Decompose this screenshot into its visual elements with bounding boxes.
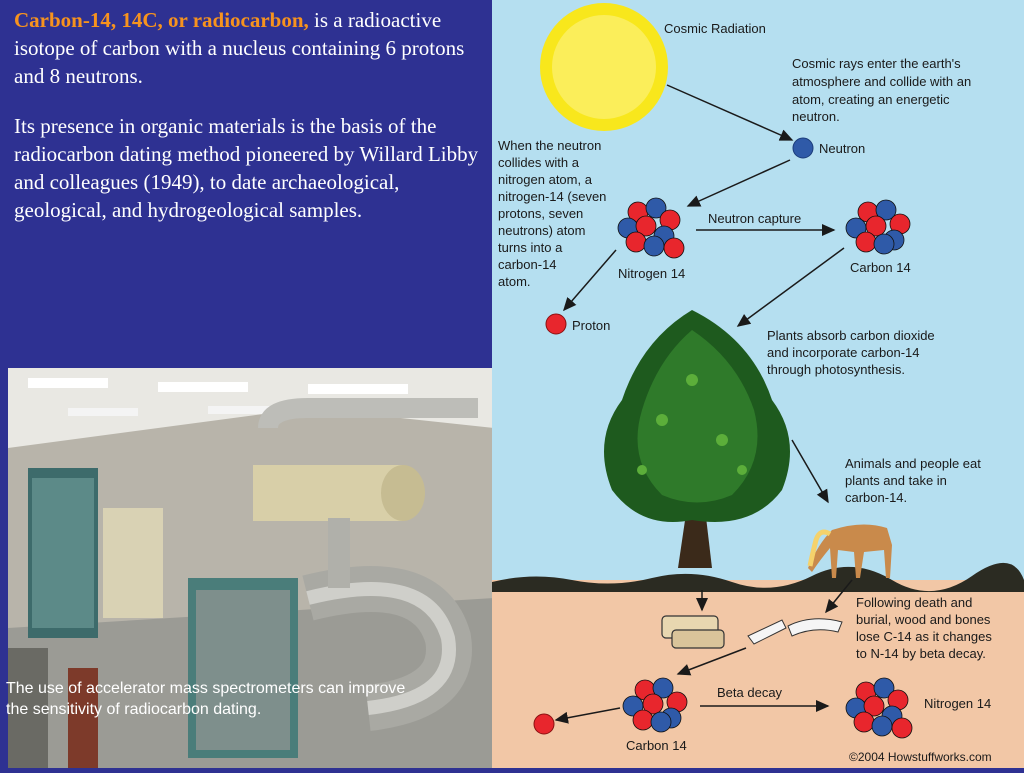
collision-line-7: turns into a xyxy=(498,240,563,255)
tree-icon xyxy=(604,310,790,568)
carbon-14-bottom-label: Carbon 14 xyxy=(626,738,687,753)
wood-log-icon xyxy=(661,615,725,649)
dating-paragraph: Its presence in organic materials is the… xyxy=(14,114,479,222)
text-panel: Carbon-14, 14C, or radiocarbon, is a rad… xyxy=(14,6,484,246)
carbon-14-bottom-icon xyxy=(622,677,688,733)
diagram-canvas: Cosmic Radiation Cosmic rays enter the e… xyxy=(492,0,1024,768)
neutron-icon xyxy=(792,137,814,159)
cosmic-rays-line-3: atom, creating an energetic xyxy=(792,92,950,107)
neutron-label: Neutron xyxy=(819,141,865,156)
horse-icon xyxy=(807,524,892,578)
collision-line-9: atom. xyxy=(498,274,531,289)
neutron-capture-label: Neutron capture xyxy=(708,211,801,226)
collision-line-8: carbon-14 xyxy=(498,257,557,272)
animals-text: Animals and people eat plants and take i… xyxy=(845,456,981,505)
collision-line-3: nitrogen atom, a xyxy=(498,172,593,187)
photo-caption: The use of accelerator mass spectrometer… xyxy=(6,678,506,720)
collision-text: When the neutron collides with a nitroge… xyxy=(498,138,606,289)
animals-line-1: Animals and people eat xyxy=(845,456,981,471)
arrow-neutron-to-nitrogen xyxy=(686,159,791,207)
animals-line-2: plants and take in xyxy=(845,473,947,488)
sun-icon xyxy=(540,3,668,131)
radiocarbon-term: Carbon-14, 14C, or radiocarbon, xyxy=(14,8,309,32)
arrow-to-bottom-particle xyxy=(554,707,621,724)
plants-line-3: through photosynthesis. xyxy=(767,362,905,377)
emitted-particle-icon xyxy=(533,713,555,735)
collision-line-4: nitrogen-14 (seven xyxy=(498,189,606,204)
collision-line-2: collides with a xyxy=(498,155,580,170)
carbon-14-top-label: Carbon 14 xyxy=(850,260,911,275)
arrow-remains-to-carbon xyxy=(676,647,747,676)
nitrogen-14-top-label: Nitrogen 14 xyxy=(618,266,685,281)
arrow-horse-to-bones xyxy=(825,579,853,614)
nitrogen-14-bottom-label: Nitrogen 14 xyxy=(924,696,991,711)
death-line-2: burial, wood and bones xyxy=(856,612,991,627)
collision-line-5: protons, seven xyxy=(498,206,583,221)
cosmic-rays-line-1: Cosmic rays enter the earth's xyxy=(792,56,961,71)
beta-decay-label: Beta decay xyxy=(717,685,783,700)
accelerator-lab-image xyxy=(8,368,494,768)
arrow-sun-to-neutron xyxy=(666,84,794,141)
caption-line-1: The use of accelerator mass spectrometer… xyxy=(6,680,406,697)
copyright-label: ©2004 Howstuffworks.com xyxy=(849,750,992,764)
cosmic-radiation-label: Cosmic Radiation xyxy=(664,21,766,36)
death-line-3: lose C-14 as it changes xyxy=(856,629,992,644)
collision-line-1: When the neutron xyxy=(498,138,601,153)
animals-line-3: carbon-14. xyxy=(845,490,907,505)
cosmic-rays-text: Cosmic rays enter the earth's atmosphere… xyxy=(792,56,971,124)
intro-paragraph: Carbon-14, 14C, or radiocarbon, is a rad… xyxy=(14,6,484,90)
death-line-1: Following death and xyxy=(856,595,972,610)
ground-line xyxy=(492,562,1024,592)
cosmic-rays-line-2: atmosphere and collide with an xyxy=(792,74,971,89)
carbon-14-top-icon xyxy=(845,199,911,255)
collision-line-6: neutrons) atom xyxy=(498,223,585,238)
nitrogen-14-top-icon xyxy=(617,197,685,259)
lab-photo xyxy=(8,368,494,768)
death-text: Following death and burial, wood and bon… xyxy=(856,595,992,661)
caption-line-2: the sensitivity of radiocarbon dating. xyxy=(6,701,262,718)
arrow-to-proton xyxy=(563,249,617,312)
nitrogen-14-bottom-icon xyxy=(845,677,913,739)
cosmic-rays-line-4: neutron. xyxy=(792,109,840,124)
plants-text: Plants absorb carbon dioxide and incorpo… xyxy=(767,328,935,377)
arrow-carbon-to-tree xyxy=(736,247,845,327)
plants-line-1: Plants absorb carbon dioxide xyxy=(767,328,935,343)
radiocarbon-cycle-diagram: Cosmic Radiation Cosmic rays enter the e… xyxy=(492,0,1024,768)
death-line-4: to N-14 by beta decay. xyxy=(856,646,986,661)
soil xyxy=(492,580,1024,768)
intro-rest: is a radioactive isotope of carbon with … xyxy=(14,8,465,88)
arrow-tree-to-horse xyxy=(791,439,829,504)
plants-line-2: and incorporate carbon-14 xyxy=(767,345,920,360)
proton-label: Proton xyxy=(572,318,610,333)
bones-icon xyxy=(747,618,843,645)
proton-icon xyxy=(545,313,567,335)
